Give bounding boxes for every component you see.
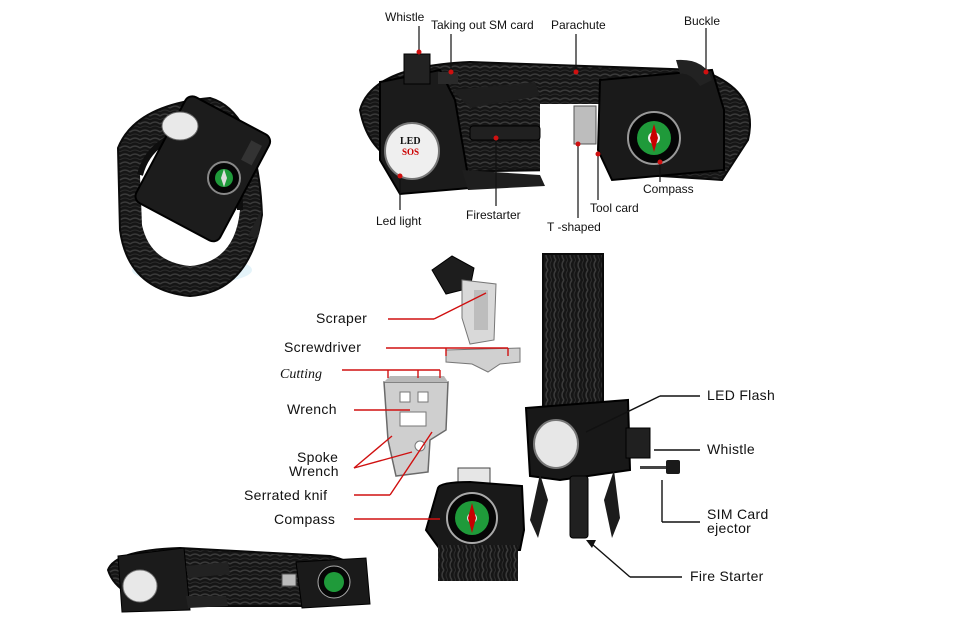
- tool-leader-lines: [342, 292, 509, 520]
- label-led-light: Led light: [376, 214, 422, 228]
- label-compass-top: Compass: [643, 182, 694, 196]
- bracelet-on-stand: [116, 95, 272, 298]
- label-serrated-knif: Serrated knif: [244, 487, 328, 503]
- label-firestarter: Firestarter: [466, 208, 521, 222]
- label-compass-tool: Compass: [274, 511, 336, 527]
- label-spoke: Spoke: [297, 449, 339, 465]
- label-taking-out-sim: Taking out SM card: [431, 18, 534, 32]
- top-leader-lines: [399, 26, 707, 218]
- label-tool-card: Tool card: [590, 201, 639, 215]
- label-whistle-top: Whistle: [385, 10, 425, 24]
- label-parachute: Parachute: [551, 18, 606, 32]
- bracelet-vertical: [524, 253, 680, 539]
- label-screwdriver: Screwdriver: [284, 339, 362, 355]
- label-cutting: Cutting: [280, 367, 323, 382]
- label-led-flash: LED Flash: [707, 387, 776, 403]
- label-t-shaped: T -shaped: [547, 220, 601, 234]
- label-sim-card: SIM Card: [707, 506, 769, 522]
- label-buckle: Buckle: [684, 14, 721, 28]
- label-ejector: ejector: [707, 520, 752, 536]
- label-wrench: Wrench: [287, 401, 337, 417]
- bracelet-bottom: [106, 546, 371, 613]
- label-fire-starter: Fire Starter: [690, 568, 764, 584]
- label-spoke-wrench: Wrench: [289, 463, 339, 479]
- label-whistle-right: Whistle: [707, 441, 755, 457]
- bracelet-main: [358, 53, 751, 196]
- device-led-text: LED: [400, 136, 421, 147]
- right-leader-lines: [585, 395, 700, 578]
- device-sos-text: SOS: [402, 147, 420, 157]
- compass-module: [424, 467, 526, 581]
- arrow-head-icon: [586, 540, 596, 548]
- top-marker-dots: [397, 49, 709, 179]
- label-scraper: Scraper: [316, 310, 368, 326]
- tool-card-parts: [383, 255, 521, 477]
